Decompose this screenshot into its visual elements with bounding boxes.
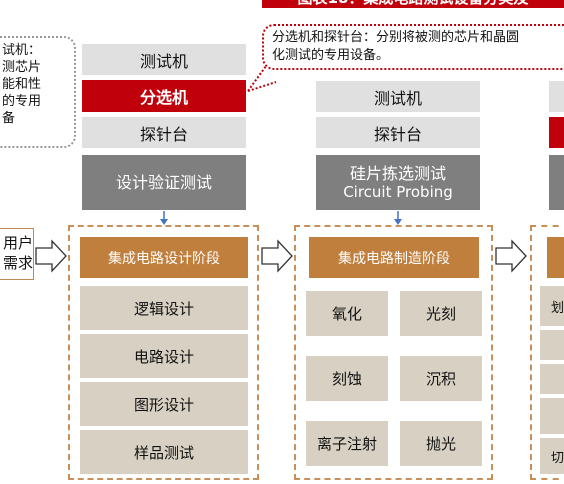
down-arrow-icon	[160, 211, 168, 225]
tester-callout-line: 的专用	[2, 94, 42, 109]
wafer-sort-test-english: Circuit Probing	[343, 182, 453, 201]
packaging-stage-frame-fragment	[530, 225, 564, 480]
packaging-step-fragment	[540, 364, 564, 394]
oxidation-step: 氧化	[306, 291, 388, 336]
down-arrow-icon	[394, 211, 402, 225]
right-arrow-icon	[495, 239, 527, 273]
design-stage-frame	[68, 225, 259, 480]
handler-label-3-fragment	[549, 117, 564, 148]
design-verification-test-label: 设计验证测试	[115, 173, 212, 192]
ion-implantation-step: 离子注射	[306, 421, 388, 466]
handler-prober-callout: 分选机和探针台：分别将被测的芯片和晶圆 化测试的专用设备。	[262, 24, 564, 70]
tester-callout-line: 试机：	[2, 43, 42, 58]
tester-callout-line: 备	[2, 111, 16, 126]
packaging-step-fragment: 划	[540, 286, 564, 326]
handler-prober-callout-line: 化测试的专用设备。	[272, 48, 390, 63]
design-stage-header: 集成电路设计阶段	[80, 237, 248, 278]
sample-test-step: 样品测试	[80, 430, 248, 474]
packaging-step-fragment: 切	[540, 438, 564, 474]
manufacturing-stage-frame	[294, 225, 493, 480]
packaging-stage-header-fragment	[547, 237, 564, 278]
polishing-step: 抛光	[400, 421, 482, 466]
user-need-line: 需求	[3, 254, 34, 272]
tester-callout-line: 测芯片	[2, 60, 42, 75]
deposition-step: 沉积	[400, 356, 482, 401]
layout-design-step: 图形设计	[80, 382, 248, 426]
tester-callout: 试机： 测芯片 能和性 的专用 备	[0, 36, 76, 148]
tester-label-2: 测试机	[316, 81, 480, 112]
lithography-step: 光刻	[400, 291, 482, 336]
packaging-step-fragment	[540, 398, 564, 434]
wafer-sort-test: 硅片拣选测试 Circuit Probing	[316, 155, 480, 210]
manufacturing-stage-header: 集成电路制造阶段	[309, 237, 479, 278]
user-need-box: 用户 需求	[0, 228, 34, 280]
right-arrow-icon	[261, 239, 293, 273]
figure-title: 图表18：集成电路测试设备分类及	[262, 0, 564, 8]
packaging-step-fragment	[540, 330, 564, 360]
tester-callout-line: 能和性	[2, 77, 42, 92]
user-need-line: 用户	[3, 234, 34, 252]
handler-prober-callout-line: 分选机和探针台：分别将被测的芯片和晶圆	[272, 30, 520, 45]
prober-label: 探针台	[82, 117, 246, 148]
logic-design-step: 逻辑设计	[80, 286, 248, 330]
final-test-fragment	[549, 155, 564, 210]
prober-label-2: 探针台	[316, 117, 480, 148]
right-arrow-icon	[35, 239, 67, 273]
handler-label: 分选机	[82, 80, 246, 112]
circuit-design-step: 电路设计	[80, 334, 248, 378]
tester-label: 测试机	[82, 44, 246, 75]
wafer-sort-test-label: 硅片拣选测试	[349, 163, 446, 183]
design-verification-test: 设计验证测试	[82, 155, 246, 210]
etching-step: 刻蚀	[306, 356, 388, 401]
tester-label-3-fragment	[549, 81, 564, 112]
